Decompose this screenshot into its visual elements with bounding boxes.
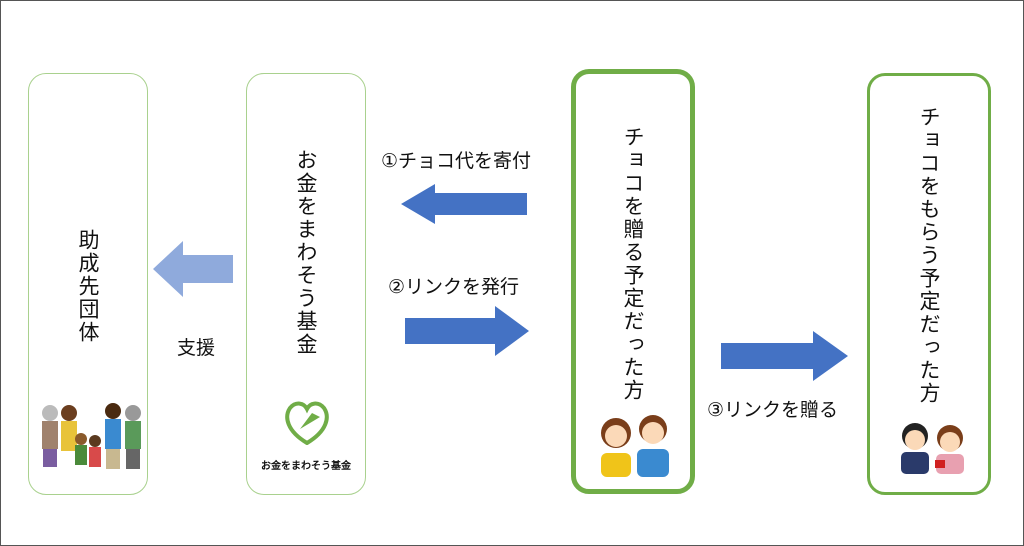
node-label: お金をまわそう基金 [294,149,318,356]
arrow-support [153,241,233,297]
edge-label-give-link: ③リンクを贈る [707,399,839,421]
node-fund: お金をまわそう基金 お金をまわそう基金 [246,73,366,495]
arrow-give-link [721,331,848,381]
node-chocolate-giver: チョコを贈る予定だった方 [571,69,695,494]
node-chocolate-receiver: チョコをもらう予定だった方 [867,73,991,495]
couple-illustration [901,423,964,474]
node-grantee-organizations: 助成先団体 [28,73,148,495]
family-illustration [42,403,141,469]
edge-label-issue-link: ②リンクを発行 [388,276,520,298]
edge-label-support: 支援 [177,337,216,359]
edge-label-donate: ①チョコ代を寄付 [381,150,532,172]
couple-illustration [601,415,669,477]
fund-logo-text: お金をまわそう基金 [261,461,351,472]
node-label: 助成先団体 [76,229,100,344]
node-label: チョコを贈る予定だった方 [621,126,645,402]
fund-logo-icon [285,401,329,445]
node-label: チョコをもらう予定だった方 [917,106,941,405]
arrow-issue-link [405,306,529,356]
arrow-donate [401,184,527,224]
